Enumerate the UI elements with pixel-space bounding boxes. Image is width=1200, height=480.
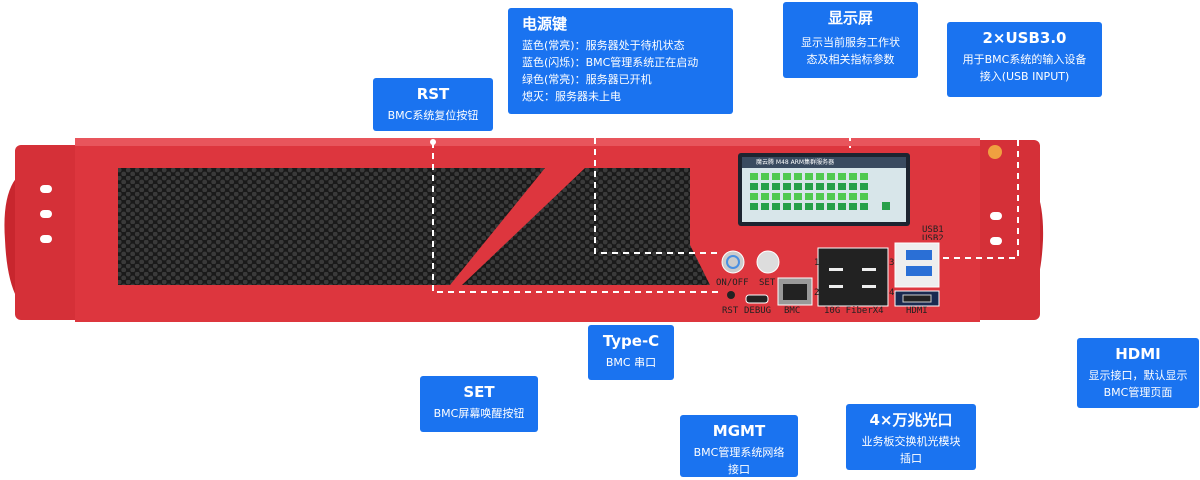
callout-hdmi: HDMI 显示接口，默认显示 BMC管理页面	[1077, 338, 1199, 408]
label-hdmi: HDMI	[906, 306, 928, 316]
callout-fiber: 4×万兆光口 业务板交换机光模块 插口	[846, 404, 976, 470]
callout-desc: 接口	[728, 463, 750, 476]
port-4: 4	[889, 288, 895, 298]
callout-title: HDMI	[1115, 345, 1161, 363]
callout-desc: 显示接口，默认显示	[1088, 369, 1188, 382]
callout-desc: 显示当前服务工作状	[801, 36, 900, 49]
callout-title: 4×万兆光口	[869, 411, 953, 429]
callout-title: Type-C	[602, 332, 660, 350]
callout-desc: 蓝色(闪烁)：BMC管理系统正在启动	[522, 56, 699, 69]
callout-desc: 业务板交换机光模块	[861, 435, 961, 448]
callout-desc: BMC管理系统网络	[693, 446, 785, 459]
callout-desc: 插口	[900, 452, 922, 465]
callout-power: 电源键 蓝色(常亮)：服务器处于待机状态 蓝色(闪烁)：BMC管理系统正在启动 …	[508, 8, 733, 114]
callout-rst: RST BMC系统复位按钮	[373, 78, 493, 131]
label-fiber: 10G FiberX4	[824, 306, 884, 316]
callout-title: 2×USB3.0	[982, 29, 1067, 47]
label-onoff: ON/OFF	[716, 278, 749, 288]
label-usb1: USB1	[922, 225, 944, 235]
callout-desc: BMC 串口	[605, 356, 657, 369]
label-bmc: BMC	[784, 306, 801, 316]
callout-title: 显示屏	[827, 9, 873, 27]
label-debug: DEBUG	[744, 306, 772, 316]
callout-desc: 接入(USB INPUT)	[979, 70, 1070, 83]
screen-node-grid	[750, 173, 890, 210]
callout-title: 电源键	[522, 15, 568, 33]
screen-header: 魔云腾 M48 ARM集群服务器	[742, 157, 906, 168]
label-usb2: USB2	[922, 234, 944, 240]
callout-title: RST	[416, 85, 450, 103]
callout-title: MGMT	[712, 422, 766, 440]
callout-desc: 熄灭：服务器未上电	[522, 90, 621, 103]
callout-mgmt: MGMT BMC管理系统网络 接口	[680, 415, 798, 477]
callout-desc: 用于BMC系统的输入设备	[962, 53, 1087, 66]
label-rst: RST	[722, 306, 739, 316]
callout-desc: BMC管理页面	[1103, 386, 1173, 399]
port-1: 1	[814, 258, 820, 268]
label-set: SET	[759, 278, 776, 288]
callout-typec: Type-C BMC 串口	[588, 325, 674, 380]
port-3: 3	[889, 258, 895, 268]
callout-desc: 态及相关指标参数	[806, 53, 895, 66]
callout-desc: BMC屏幕唤醒按钮	[433, 407, 525, 420]
callout-desc: 绿色(常亮)：服务器已开机	[522, 73, 652, 86]
callout-set: SET BMC屏幕唤醒按钮	[420, 376, 538, 432]
callout-title: SET	[463, 383, 495, 401]
callout-desc: 蓝色(常亮)：服务器处于待机状态	[522, 39, 685, 52]
callout-desc: BMC系统复位按钮	[387, 109, 479, 122]
lcd-screen: 魔云腾 M48 ARM集群服务器	[738, 153, 910, 226]
port-2: 2	[814, 288, 820, 298]
callout-display: 显示屏 显示当前服务工作状 态及相关指标参数	[783, 2, 918, 78]
callout-usb: 2×USB3.0 用于BMC系统的输入设备 接入(USB INPUT)	[947, 22, 1102, 97]
